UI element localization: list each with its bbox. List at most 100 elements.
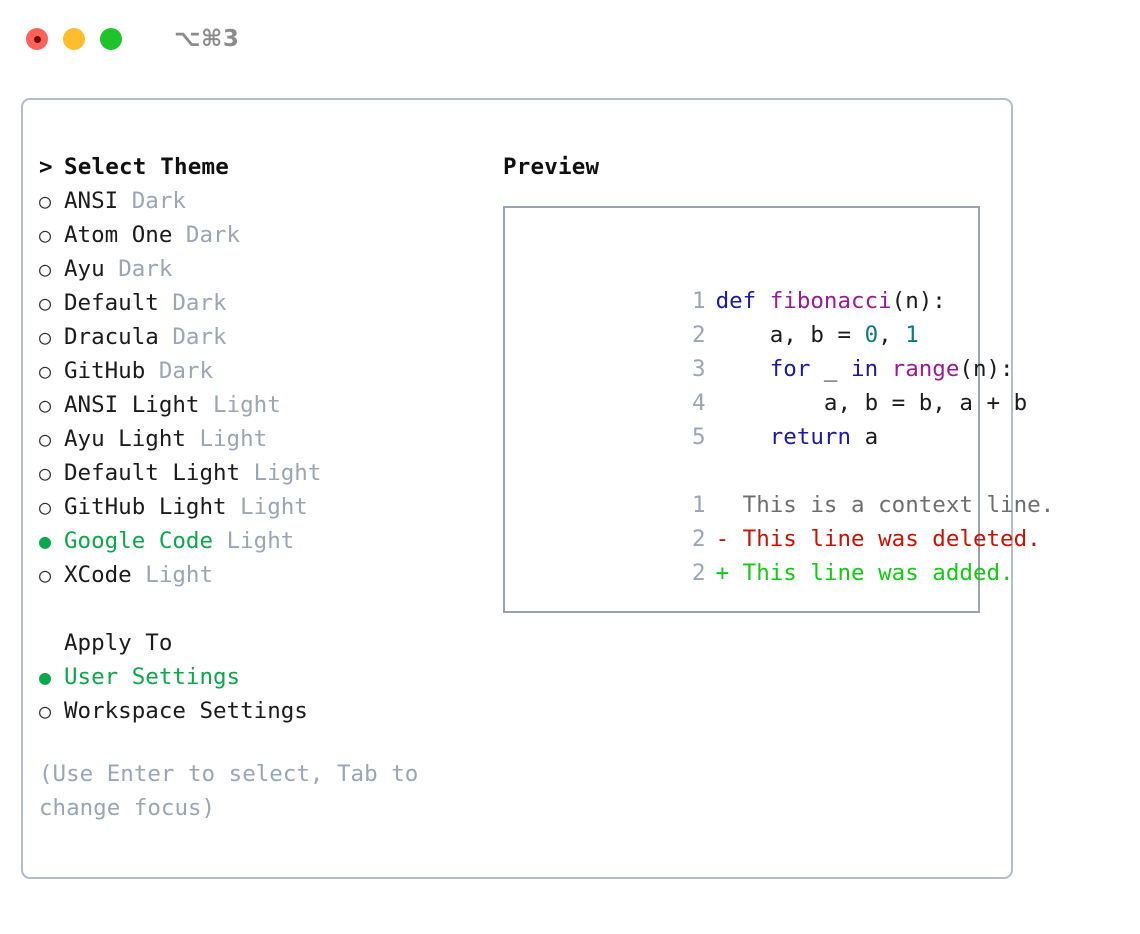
code-line: 4 a, b = b, a + b — [517, 352, 1027, 416]
code-token-plain: (n): — [891, 288, 946, 314]
code-token-plain: , — [878, 322, 906, 348]
theme-name: ANSI Light — [64, 392, 200, 418]
radio-selected-icon[interactable]: ● — [39, 665, 52, 689]
line-number: 1 — [692, 492, 706, 518]
line-number: 3 — [692, 356, 706, 382]
spacer-glyph: ○ — [39, 626, 64, 660]
content-panel: >Select Theme ○ANSI Dark ○Atom One Dark … — [21, 98, 1054, 879]
theme-category: Dark — [172, 290, 227, 316]
theme-category: Dark — [118, 256, 173, 282]
select-theme-heading: > Select Theme — [39, 150, 489, 184]
radio-unselected-icon[interactable]: ○ — [39, 223, 52, 247]
minimize-button[interactable] — [63, 28, 85, 50]
radio-unselected-icon[interactable]: ○ — [39, 325, 52, 349]
radio-unselected-icon[interactable]: ○ — [39, 427, 52, 451]
apply-to-option-label: Workspace Settings — [64, 698, 308, 724]
theme-picker-column: >Select Theme ○ANSI Dark ○Atom One Dark … — [39, 150, 489, 825]
theme-option-github-light[interactable]: ○GitHub Light Light — [39, 490, 489, 524]
code-token-number: 1 — [905, 322, 919, 348]
theme-option-ayu-light[interactable]: ○Ayu Light Light — [39, 422, 489, 456]
theme-name: Ayu — [64, 256, 105, 282]
line-number: 2 — [692, 526, 706, 552]
radio-unselected-icon[interactable]: ○ — [39, 393, 52, 417]
code-token-keyword: in — [851, 356, 879, 382]
section-spacer — [39, 592, 489, 626]
theme-category: Light — [145, 562, 214, 588]
diff-line-added: 2+ This line was added. — [517, 522, 1014, 586]
apply-to-user-settings[interactable]: ● User Settings — [39, 660, 489, 694]
line-number: 1 — [692, 288, 706, 314]
theme-category: Light — [253, 460, 322, 486]
theme-option-ansi[interactable]: ○ ANSI Dark — [39, 184, 489, 218]
code-line: 2 a, b = 0, 1 — [517, 284, 978, 348]
code-token-plain — [756, 288, 770, 314]
theme-option-dracula[interactable]: ○ Dracula Dark — [39, 320, 489, 354]
radio-unselected-icon[interactable]: ○ — [39, 189, 52, 213]
apply-to-heading: ○Apply To — [39, 626, 489, 660]
maximize-button[interactable] — [100, 28, 122, 50]
radio-unselected-icon[interactable]: ○ — [39, 563, 52, 587]
code-token-function: fibonacci — [769, 288, 892, 314]
theme-category: Light — [213, 392, 281, 418]
theme-name: Dracula — [64, 324, 159, 350]
theme-option-xcode[interactable]: ○ XCode Light — [39, 558, 489, 592]
theme-option-google-code[interactable]: ●Google Code Light — [39, 524, 489, 558]
theme-option-atom-one[interactable]: ○ Atom One Dark — [39, 218, 489, 252]
theme-option-default-light[interactable]: ○ Default Light Light — [39, 456, 489, 490]
apply-to-option-label: User Settings — [64, 664, 241, 690]
selection-marker-icon: > — [39, 154, 53, 180]
diff-sign — [716, 492, 730, 518]
theme-name: Atom One — [64, 222, 173, 248]
code-token-plain: a, b = — [715, 322, 865, 348]
theme-option-default[interactable]: ○Default Dark — [39, 286, 489, 320]
theme-name: Default Light — [64, 460, 241, 486]
code-token-plain — [878, 356, 892, 382]
diff-line-deleted: 2- This line was deleted. — [517, 488, 1041, 552]
radio-unselected-icon[interactable]: ○ — [39, 461, 52, 485]
radio-unselected-icon[interactable]: ○ — [39, 257, 52, 281]
theme-name: XCode — [64, 562, 132, 588]
close-button[interactable] — [26, 28, 48, 50]
radio-unselected-icon[interactable]: ○ — [39, 699, 52, 723]
line-number: 5 — [692, 424, 706, 450]
title-bar: ⌥⌘3 — [0, 0, 1140, 78]
theme-category: Dark — [158, 358, 214, 384]
preview-heading: Preview — [503, 154, 600, 180]
radio-unselected-icon[interactable]: ○ — [39, 291, 52, 315]
theme-name: GitHub Light — [64, 494, 227, 520]
code-token-plain: (n): — [959, 356, 1014, 382]
theme-option-ayu[interactable]: ○ Ayu Dark — [39, 252, 489, 286]
radio-unselected-icon[interactable]: ○ — [39, 359, 52, 383]
keyboard-hint-text: (Use Enter to select, Tab to change focu… — [39, 761, 419, 821]
code-token-plain — [716, 356, 770, 382]
apply-to-workspace-settings[interactable]: ○ Workspace Settings — [39, 694, 489, 728]
line-number: 4 — [692, 390, 706, 416]
theme-option-ansi-light[interactable]: ○ ANSI Light Light — [39, 388, 489, 422]
diff-sign: - — [715, 526, 730, 552]
keyboard-shortcut-label: ⌥⌘3 — [174, 26, 240, 52]
theme-name: Google Code — [64, 528, 214, 554]
theme-name: ANSI — [64, 188, 119, 214]
theme-category: Dark — [185, 222, 241, 248]
theme-name: GitHub — [64, 358, 146, 384]
code-token-keyword: for — [769, 356, 811, 382]
code-token-keyword: return — [769, 424, 852, 450]
line-number: 2 — [692, 322, 706, 348]
radio-unselected-icon[interactable]: ○ — [39, 495, 52, 519]
code-token-plain: a — [851, 424, 879, 450]
diff-line-context: 1 This is a context line. — [517, 454, 1054, 518]
theme-category: Dark — [172, 324, 227, 350]
theme-category: Light — [199, 426, 268, 452]
code-token-function: range — [891, 356, 960, 382]
select-theme-label: Select Theme — [64, 154, 229, 180]
theme-category: Dark — [131, 188, 186, 214]
apply-to-label: Apply To — [64, 630, 173, 656]
radio-selected-icon[interactable]: ● — [39, 529, 52, 553]
code-token-plain — [716, 424, 770, 450]
theme-option-github[interactable]: ○ GitHub Dark — [39, 354, 489, 388]
diff-text: This line was added. — [742, 560, 1014, 586]
